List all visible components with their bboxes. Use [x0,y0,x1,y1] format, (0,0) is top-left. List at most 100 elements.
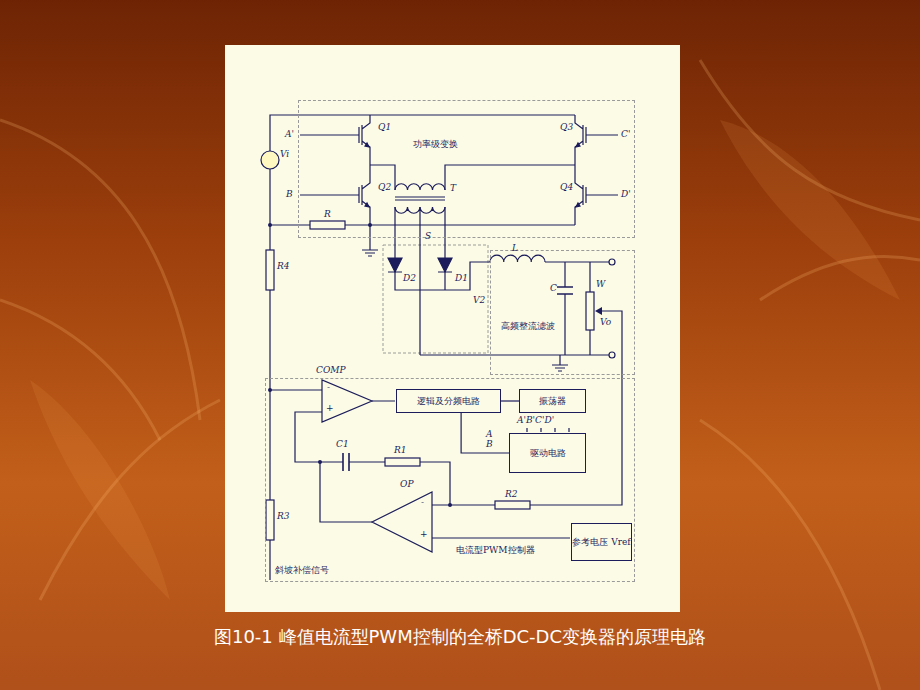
component-label: A [486,430,493,439]
transistor-symbol [348,115,370,155]
resistor-symbol [495,501,530,509]
component-label: R1 [394,446,407,455]
figure-caption: 图10-1 峰值电流型PWM控制的全桥DC-DC变换器的原理电路 [0,626,920,648]
output-terminal [609,259,615,358]
component-label: COMP [316,366,346,375]
junction-dot [268,223,452,507]
component-label: R2 [505,490,518,499]
source-symbol [261,151,279,169]
component-label: V2 [473,296,485,305]
component-label: C1 [336,440,349,449]
transistor-symbol [575,115,597,155]
component-label: - [327,383,330,392]
component-label: R3 [277,512,290,521]
component-label: A' [285,130,294,139]
ground-symbol [362,250,378,256]
circuit-wire [270,169,575,225]
potentiometer-wiper [595,307,602,315]
circuit-wire [420,262,609,355]
leaf-texture [0,120,200,420]
junction-dot [318,460,322,464]
circuit-wire [370,155,575,190]
driver-box: 驱动电路 [509,433,586,473]
junction-dot [368,223,372,227]
transformer-symbol [395,207,445,213]
leaf-shapes [30,380,170,600]
component-label: D' [621,190,631,199]
component-label: 斜坡补偿信号 [275,566,329,575]
component-label: + [420,530,428,539]
reference-box: 参考电压 Vref [571,523,632,561]
node-label: 高频整流滤波 [501,321,555,331]
output-terminal [609,352,615,358]
component-label: B [286,190,293,199]
component-label: R4 [277,262,290,271]
component-label: - [421,498,424,507]
component-label: D1 [455,274,468,283]
component-label: OP [400,480,413,489]
circuit-wire [270,115,622,580]
inductor-symbol [490,255,545,262]
resistor-symbol [385,458,420,466]
node-label: 功率级变换 [413,139,458,149]
junction-dot [268,223,272,227]
component-label: R [324,210,331,219]
diode-symbol [438,258,452,272]
resistor-symbol [266,221,594,540]
component-label: Vo [600,318,611,327]
component-label: B [486,440,493,449]
dashed-region: 功率级变换 [298,100,635,238]
circuit-wire [527,428,569,432]
circuit-wire [395,207,445,355]
junction-dot [268,388,272,392]
region-outline [383,245,488,353]
component-label: Q2 [378,183,391,192]
oscillator-box: 振荡器 [519,389,586,413]
signal-wire [501,400,519,401]
source-symbol [261,151,279,169]
resistor-symbol [310,221,345,229]
transformer-symbol [395,184,445,214]
component-label: Q4 [560,183,573,192]
capacitor-symbol [343,453,349,471]
resistor-symbol [586,292,594,330]
component-label: T [450,184,456,193]
resistor-symbol [266,500,274,540]
component-label: D2 [403,274,416,283]
node-label: 电流型PWM控制器 [456,545,535,555]
component-label: C' [621,130,630,139]
component-label: + [326,404,334,413]
component-label: S [425,232,431,241]
opamp-symbol [322,380,372,422]
output-terminal [609,259,615,265]
circuit-wire [432,311,622,538]
node-label: 振荡器 [539,396,566,406]
node-label: 逻辑及分频电路 [417,396,480,406]
diode-symbol [388,258,452,272]
leaf-shapes [720,120,900,300]
leaf-texture [700,420,880,690]
node-label: 参考电压 Vref [572,537,630,547]
capacitor-symbol [557,287,573,294]
potentiometer-wiper [595,307,602,315]
resistor-symbol [266,250,274,290]
component-label: W [596,280,605,289]
ground-symbol [552,355,568,371]
opamp-symbol [372,492,432,552]
component-label: Vi [280,150,289,159]
transistor-symbol [575,175,597,215]
ground-symbol [362,250,568,371]
leaf-texture [0,300,160,440]
transistor-symbol [348,115,597,215]
circuit-wire [270,115,575,151]
logic-box: 逻辑及分频电路 [396,389,501,413]
component-label: L [512,244,518,253]
component-label: A'B'C'D' [517,416,554,425]
component-label: Q3 [560,123,573,132]
diode-symbol [388,258,402,272]
circuit-wire [300,135,618,195]
transformer-symbol [395,197,445,200]
